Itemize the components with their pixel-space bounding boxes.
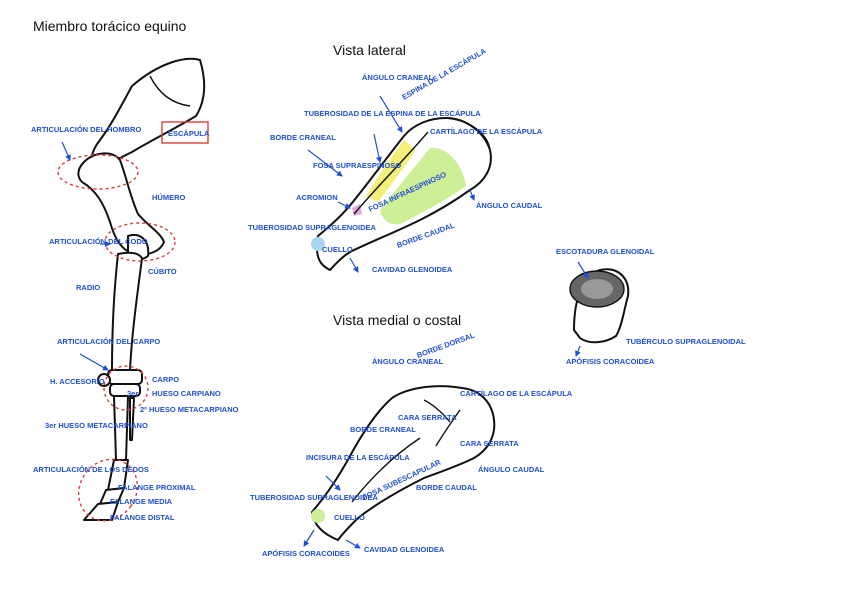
medial-scapula: ÁNGULO CRANEAL BORDE DORSAL CARA SERRATA… — [250, 330, 573, 558]
shoulder-joint-marker — [57, 154, 139, 190]
medial-serrated-face-line — [423, 399, 451, 423]
radius-label: RADIO — [76, 283, 100, 292]
middle-phalanx-label: FALANGE MEDIA — [110, 497, 173, 506]
medial-tubercle-area — [311, 509, 325, 523]
lateral-caudal-angle-arrow — [469, 189, 475, 201]
scapula-label: ESCÁPULA — [168, 129, 210, 138]
humerus-label: HÚMERO — [152, 193, 185, 202]
medial-subscapular-line — [351, 437, 421, 503]
lateral-cranial-border-label: BORDE CRANEAL — [270, 133, 336, 142]
digit-joint-marker — [77, 458, 139, 522]
medial-glenoid-label: CAVIDAD GLENOIDEA — [364, 545, 445, 554]
infraspinous-fossa-area — [380, 147, 466, 225]
coracoid-process-end-arrow — [575, 345, 581, 357]
medial-incisura-arrow — [325, 475, 341, 491]
medial-coracoid-arrow — [303, 529, 315, 547]
supraglenoid-tubercle-area — [311, 237, 325, 251]
distal-end-view: ESCOTADURA GLENOIDAL APÓFISIS CORACOIDEA… — [556, 247, 746, 366]
medial-neck-label: CUELLO — [334, 513, 365, 522]
carpal-bone-label: HUESO CARPIANO — [152, 389, 221, 398]
lateral-cranial-angle-label: ÁNGULO CRANEAL — [362, 73, 434, 82]
humerus-bone — [77, 152, 165, 256]
distal-phalanx-label: FALANGE DISTAL — [110, 513, 175, 522]
medial-cranial-angle-label: ÁNGULO CRANEAL — [372, 357, 444, 366]
carpus-joint-marker — [103, 365, 149, 411]
scapula-bone — [90, 57, 206, 173]
medial-coracoid-label: APÓFISIS CORACOIDES — [262, 549, 350, 558]
supraglenoid-tubercle-end-label: TUBÉRCULO SUPRAGLENOIDAL — [626, 337, 746, 346]
medial-serrata-2-label: CARA SERRATA — [460, 439, 519, 448]
lateral-supraspinous-label: FOSA SUPRAESPINOSO — [313, 161, 401, 170]
carpus-joint-arrow — [79, 353, 109, 371]
medial-glenoid-arrow — [345, 539, 361, 549]
medial-incisura-label: INCISURA DE LA ESCÁPULA — [306, 453, 410, 462]
lateral-caudal-angle-label: ÁNGULO CAUDAL — [476, 201, 543, 210]
carpal-row-1 — [107, 369, 143, 385]
lateral-neck-label: CUELLO — [322, 245, 353, 254]
coracoid-process-end-label: APÓFISIS CORACOIDEA — [566, 357, 655, 366]
medial-dorsal-border-label: BORDE DORSAL — [416, 330, 477, 359]
lateral-cranial-angle-arrow — [379, 95, 403, 133]
lateral-cranial-border-arrow — [307, 149, 343, 177]
carpus-joint-label: ARTICULACIÓN DEL CARPO — [57, 337, 160, 346]
medial-notch-line — [435, 409, 461, 447]
digit-joint-label: ARTICULACIÓN DE LOS DEDOS — [33, 465, 149, 474]
medial-view-title: Vista medial o costal — [333, 312, 462, 328]
medial-caudal-border-label: BORDE CAUDAL — [416, 483, 477, 492]
shoulder-joint-arrow — [61, 141, 71, 161]
shoulder-joint-label: ARTICULACIÓN DEL HOMBRO — [31, 125, 141, 134]
lateral-tuberosity-spine-label: TUBEROSIDAD DE LA ESPINA DE LA ESCÁPULA — [304, 109, 481, 118]
proximal-phalanx-label: FALANGE PROXIMAL — [118, 483, 196, 492]
medial-cartilage-label: CARTÍLAGO DE LA ESCÁPULA — [460, 389, 573, 398]
main-title: Miembro torácico equino — [33, 18, 187, 34]
lateral-glenoid-label: CAVIDAD GLENOIDEA — [372, 265, 453, 274]
lateral-acromion-label: ACROMION — [296, 193, 338, 202]
lateral-supraglenoid-label: TUBEROSIDAD SUPRAGLENOIDEA — [248, 223, 377, 232]
medial-serrata-1-label: CARA SERRATA — [398, 413, 457, 422]
forelimb-skeleton: ESCÁPULA ARTICULACIÓN DEL HOMBRO HÚMERO … — [31, 57, 239, 522]
glenoid-notch-arrow — [577, 261, 589, 279]
lateral-acromion-arrow — [337, 201, 351, 209]
carpus-label: CARPO — [152, 375, 179, 384]
second-metacarpal-label: 2º HUESO METACARPIANO — [140, 405, 239, 414]
ulna-label: CÚBITO — [148, 267, 177, 276]
medial-scapula-outline — [311, 385, 496, 541]
accessory-bone-label: H. ACCESORIO — [50, 377, 105, 386]
elbow-joint-label: ARTICULACIÓN DEL CODO — [49, 237, 148, 246]
third-metacarpal-label: 3er HUESO METACARPIANO — [45, 421, 148, 430]
medial-supraglenoid-label: TUBEROSIDAD SUPRAGLENOIDEA — [250, 493, 379, 502]
lateral-glenoid-arrow — [349, 257, 359, 273]
lateral-view-title: Vista lateral — [333, 42, 406, 58]
second-metacarpal-bone — [129, 397, 135, 441]
medial-caudal-angle-label: ÁNGULO CAUDAL — [478, 465, 545, 474]
lateral-scapula: ÁNGULO CRANEAL ESPINA DE LA ESCÁPULA TUB… — [248, 46, 543, 274]
glenoid-notch-label: ESCOTADURA GLENOIDAL — [556, 247, 655, 256]
scapular-spine-line — [149, 75, 191, 107]
radius-bone — [111, 251, 143, 373]
lateral-cartilage-edge — [445, 117, 491, 151]
glenoid-cavity-center — [581, 279, 613, 299]
scapula-label-box — [161, 121, 209, 144]
scapular-spine-ridge — [353, 131, 429, 215]
medial-cranial-border-label: BORDE CRANEAL — [350, 425, 416, 434]
third-carpal-label: 3er — [127, 389, 138, 398]
lateral-tuberosity-arrow — [373, 133, 382, 163]
lateral-cartilage-label: CARTÍLAGO DE LA ESCÁPULA — [430, 127, 543, 136]
